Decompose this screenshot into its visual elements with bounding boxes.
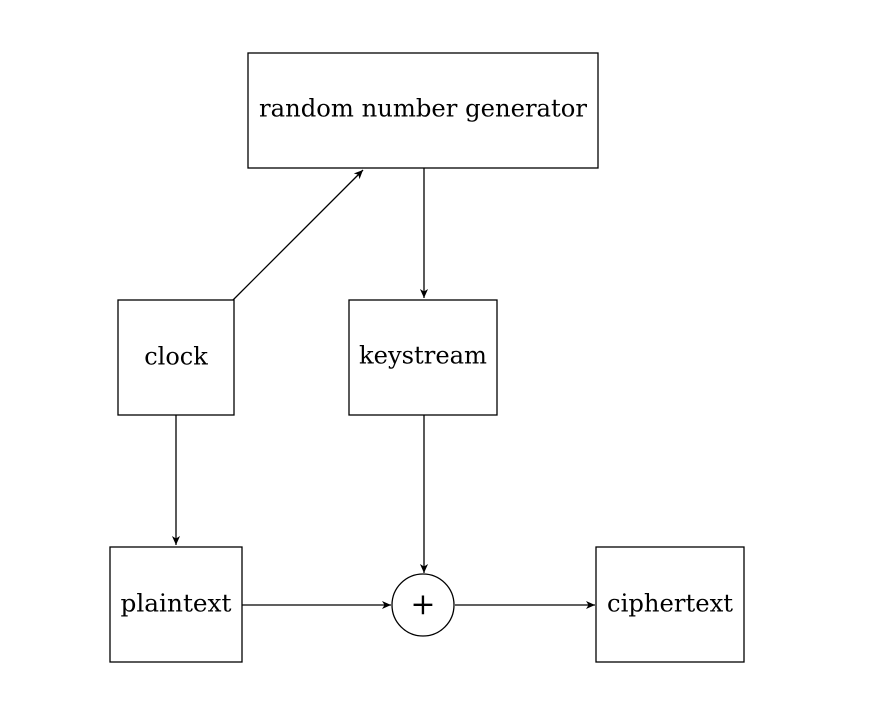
rng-label: random number generator bbox=[259, 95, 588, 123]
clock-node: clock bbox=[117, 299, 235, 416]
plaintext-node: plaintext bbox=[109, 546, 243, 663]
xor-node: + bbox=[391, 573, 455, 637]
rng-node: random number generator bbox=[247, 52, 599, 169]
ciphertext-node: ciphertext bbox=[595, 546, 745, 663]
keystream-label: keystream bbox=[359, 342, 487, 370]
plaintext-label: plaintext bbox=[121, 590, 232, 618]
clock-label: clock bbox=[144, 343, 208, 371]
keystream-node: keystream bbox=[348, 299, 498, 416]
edge-clock-to-rng bbox=[232, 169, 364, 301]
ciphertext-label: ciphertext bbox=[607, 590, 733, 618]
xor-symbol: + bbox=[410, 587, 435, 622]
